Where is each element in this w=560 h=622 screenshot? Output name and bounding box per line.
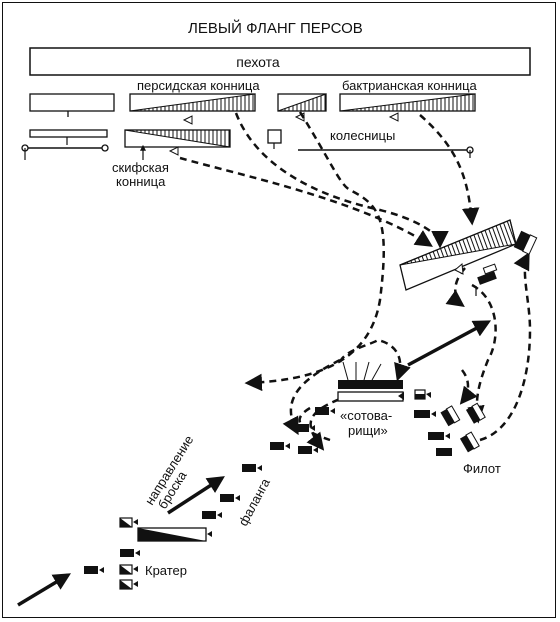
path-bactrian-to-clash bbox=[419, 114, 480, 226]
path-philotas-4 bbox=[479, 251, 532, 442]
phalanx-unit-2 bbox=[295, 424, 315, 432]
phalanx-unit-5 bbox=[242, 464, 262, 472]
cavalry-block-left bbox=[29, 93, 115, 117]
scythian-cavalry-label-1: скифская bbox=[112, 160, 169, 175]
greek-unit-clash-1 bbox=[513, 230, 538, 255]
craterus-unit-5 bbox=[84, 566, 104, 574]
path-persian-cav-encircle bbox=[244, 111, 385, 392]
phalanx-unit-1 bbox=[315, 407, 335, 415]
philotas-unit-5 bbox=[440, 405, 461, 427]
path-companions-loop-2 bbox=[282, 358, 341, 436]
philotas-unit-6 bbox=[465, 402, 486, 424]
philotas-units bbox=[414, 389, 486, 456]
companions-unit bbox=[337, 361, 404, 402]
persian-cavalry-label: персидская конница bbox=[137, 78, 260, 93]
philotas-unit-4 bbox=[436, 448, 452, 456]
scythian-cavalry-unit bbox=[124, 129, 231, 160]
craterus-unit-3 bbox=[119, 564, 138, 575]
philotas-unit-7 bbox=[459, 431, 480, 453]
phalanx-unit-7 bbox=[202, 511, 222, 519]
infantry-label: пехота bbox=[236, 54, 280, 70]
bactrian-cavalry-unit bbox=[339, 93, 476, 122]
craterus-label: Кратер bbox=[145, 563, 187, 578]
path-scythian-to-clash bbox=[179, 156, 433, 247]
greek-unit-clash-2 bbox=[477, 263, 498, 285]
scythian-cavalry-label-2: конница bbox=[116, 174, 166, 189]
companions-label-2: рищи» bbox=[348, 423, 388, 438]
path-philotas-3 bbox=[459, 369, 478, 405]
philotas-label: Филот bbox=[463, 461, 501, 476]
attack-arrow-companions bbox=[407, 320, 492, 367]
phalanx-unit-6 bbox=[220, 494, 240, 502]
attack-arrow-flank bbox=[17, 573, 72, 607]
craterus-unit-2 bbox=[120, 549, 140, 557]
path-philotas-1 bbox=[467, 283, 497, 424]
craterus-unit-4 bbox=[119, 579, 138, 590]
persian-movement-paths bbox=[179, 111, 532, 451]
craterus-unit-1 bbox=[119, 517, 138, 528]
chariot-axle-right bbox=[298, 146, 474, 158]
craterus-cavalry-unit bbox=[137, 527, 212, 542]
cavalry-bar-left bbox=[29, 129, 108, 145]
companions-label-1: «сотова- bbox=[340, 408, 392, 423]
philotas-unit-1 bbox=[414, 389, 431, 400]
bactrian-cavalry-label: бактрианская конница bbox=[342, 78, 478, 93]
philotas-unit-2 bbox=[414, 410, 436, 418]
phalanx-label: фаланга bbox=[235, 475, 273, 528]
phalanx-units bbox=[202, 407, 335, 519]
phalanx-unit-3 bbox=[298, 446, 318, 454]
persian-cavalry-unit bbox=[129, 93, 256, 125]
chariots-label: колесницы bbox=[330, 128, 395, 143]
path-companions-loop-3 bbox=[298, 406, 331, 442]
infantry-line: пехота bbox=[29, 47, 531, 76]
diagram-frame bbox=[2, 2, 556, 618]
craterus-units bbox=[84, 517, 212, 590]
path-companions-arc bbox=[338, 338, 411, 382]
philotas-unit-3 bbox=[428, 432, 450, 440]
diagram-title: ЛЕВЫЙ ФЛАНГ ПЕРСОВ bbox=[188, 19, 363, 37]
path-philotas-2 bbox=[445, 267, 466, 308]
chariot-axle-left bbox=[21, 144, 109, 160]
small-square-unit bbox=[267, 129, 282, 149]
attack-arrow-phalanx bbox=[167, 476, 225, 515]
phalanx-unit-4 bbox=[270, 442, 290, 450]
bactrian-clash-unit bbox=[399, 219, 517, 296]
